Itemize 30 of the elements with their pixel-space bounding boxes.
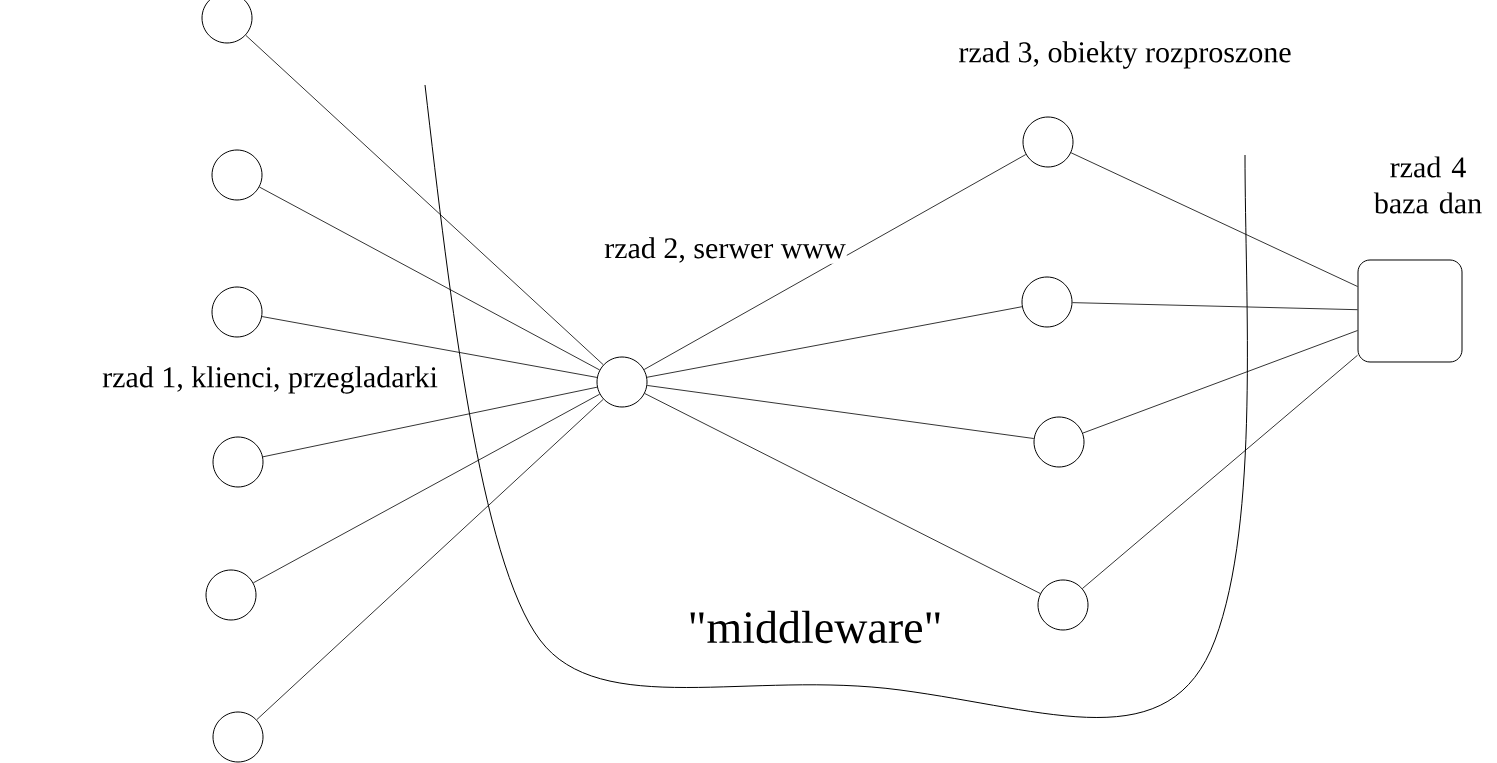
node-circle	[1033, 416, 1085, 468]
node-circle	[212, 711, 264, 763]
connector-line	[245, 34, 604, 366]
connector-line	[646, 306, 1023, 378]
node-circle	[212, 436, 264, 488]
connector-line	[261, 316, 598, 378]
database-box	[1357, 259, 1463, 363]
connector-line	[644, 393, 1041, 594]
connector-line	[1072, 302, 1358, 311]
text-label: rzad 3, obiekty rozproszone	[957, 40, 1293, 70]
node-caption: rzad 4 baza dan	[1357, 155, 1497, 215]
connector-line	[262, 386, 598, 458]
node-circle	[205, 569, 257, 621]
node-circle	[1022, 116, 1074, 168]
connector-line	[1082, 354, 1358, 589]
connector-line	[1082, 330, 1358, 434]
node-circle	[1037, 579, 1089, 631]
connector-line	[643, 154, 1027, 370]
connector-line	[259, 186, 600, 371]
node-circle	[1021, 276, 1073, 328]
node-caption: rzad 2, serwer www	[603, 236, 847, 264]
connector-line	[253, 393, 600, 584]
connector-line	[256, 398, 604, 721]
connector-line	[1070, 152, 1358, 287]
text-label: rzad 1, klienci, przegladarki	[101, 365, 439, 395]
node-circle	[596, 356, 648, 408]
connector-line	[646, 385, 1035, 439]
node-circle	[211, 149, 263, 201]
text-label: "middleware"	[686, 609, 944, 645]
node-circle	[211, 286, 263, 338]
